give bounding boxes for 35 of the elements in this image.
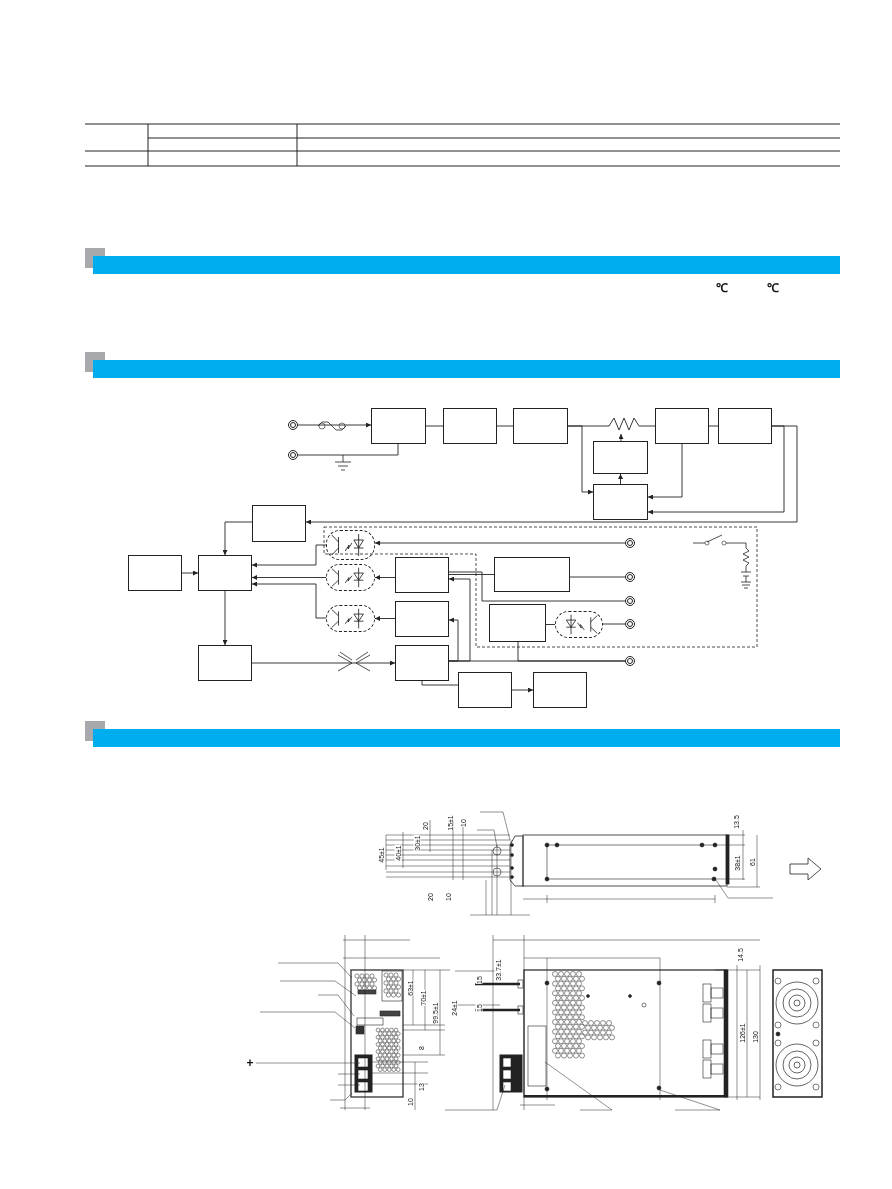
- block-box: [395, 601, 449, 637]
- connector-line: [708, 425, 719, 427]
- block-box: [198, 555, 252, 591]
- connector-line: [602, 623, 626, 625]
- connector-line: [448, 574, 495, 575]
- block-box: [198, 645, 252, 681]
- block-box: [395, 645, 449, 681]
- connector-line: [448, 571, 626, 602]
- block-box: [443, 408, 497, 444]
- block-box: [128, 555, 182, 591]
- connector-line: [297, 443, 399, 456]
- block-box: [593, 484, 648, 520]
- block-box: [513, 408, 568, 444]
- connector-line: [448, 660, 626, 662]
- connector-line: [545, 624, 556, 625]
- block-box: [593, 441, 648, 474]
- connector-line: [496, 425, 514, 427]
- block-box: [489, 604, 546, 642]
- connector-line: [425, 425, 444, 427]
- block-box: [371, 408, 426, 444]
- block-box: [718, 408, 772, 444]
- block-box: [395, 557, 449, 593]
- block-box: [655, 408, 709, 444]
- terminal-sign: +: [246, 1057, 254, 1069]
- connector-line: [421, 680, 459, 686]
- connector-line: [638, 425, 656, 427]
- block-box: [458, 672, 512, 708]
- connector-line: [569, 576, 626, 578]
- connector-line: [618, 433, 624, 442]
- block-box: [533, 672, 587, 708]
- block-box: [252, 505, 306, 542]
- temperature-unit: ℃: [767, 282, 779, 294]
- temperature-unit: ℃: [716, 282, 728, 294]
- block-box: [494, 557, 570, 592]
- connector-line: [567, 425, 604, 427]
